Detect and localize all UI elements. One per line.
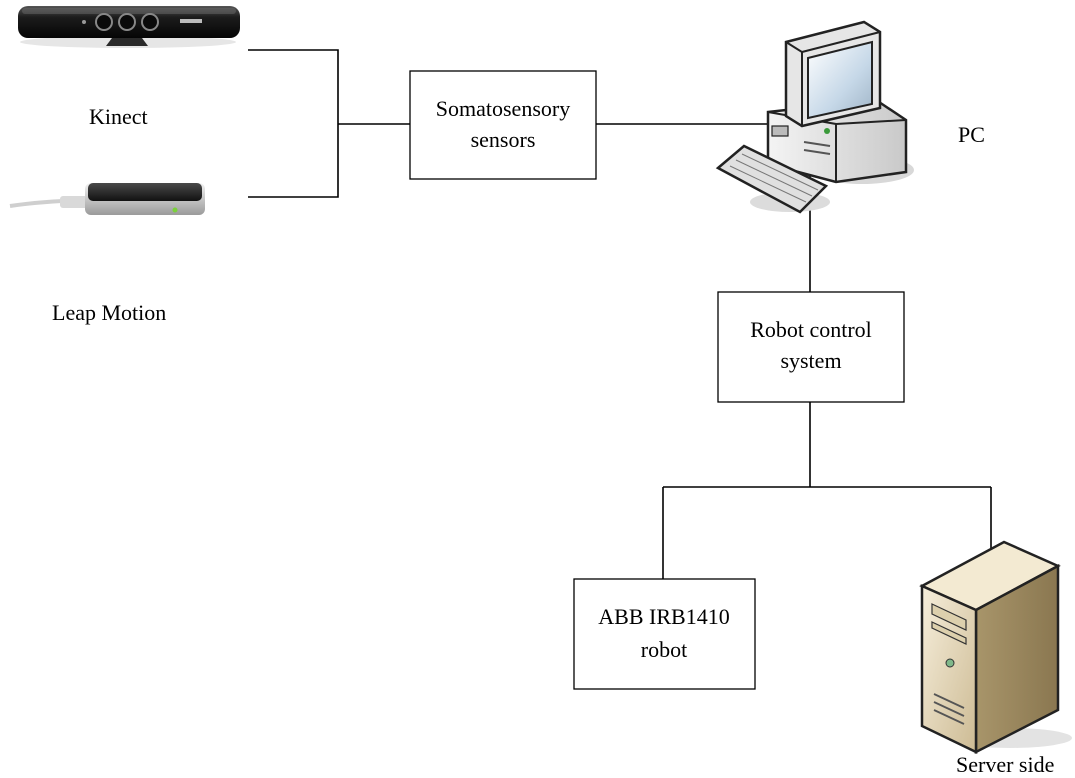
server-tower-icon (919, 540, 1072, 755)
leap-motion-label: Leap Motion (52, 300, 166, 325)
server-label: Server side (956, 752, 1054, 777)
desktop-computer-icon (715, 20, 914, 214)
robot-control-system-box: Robot control system (717, 291, 905, 403)
abb-robot-line2: robot (641, 637, 687, 662)
robot-control-line1: Robot control (750, 317, 872, 342)
leap-motion-icon (9, 183, 205, 215)
robot-control-line2: system (780, 348, 841, 373)
abb-robot-line1: ABB IRB1410 (598, 604, 729, 629)
kinect-label: Kinect (89, 104, 148, 129)
pc-label: PC (958, 122, 985, 147)
kinect-connector (248, 49, 339, 198)
somatosensory-sensors-box: Somatosensory sensors (409, 70, 597, 180)
abb-robot-box: ABB IRB1410 robot (573, 578, 756, 690)
kinect-icon (18, 6, 240, 48)
somatosensory-line1: Somatosensory (436, 96, 570, 121)
somatosensory-line2: sensors (471, 127, 536, 152)
